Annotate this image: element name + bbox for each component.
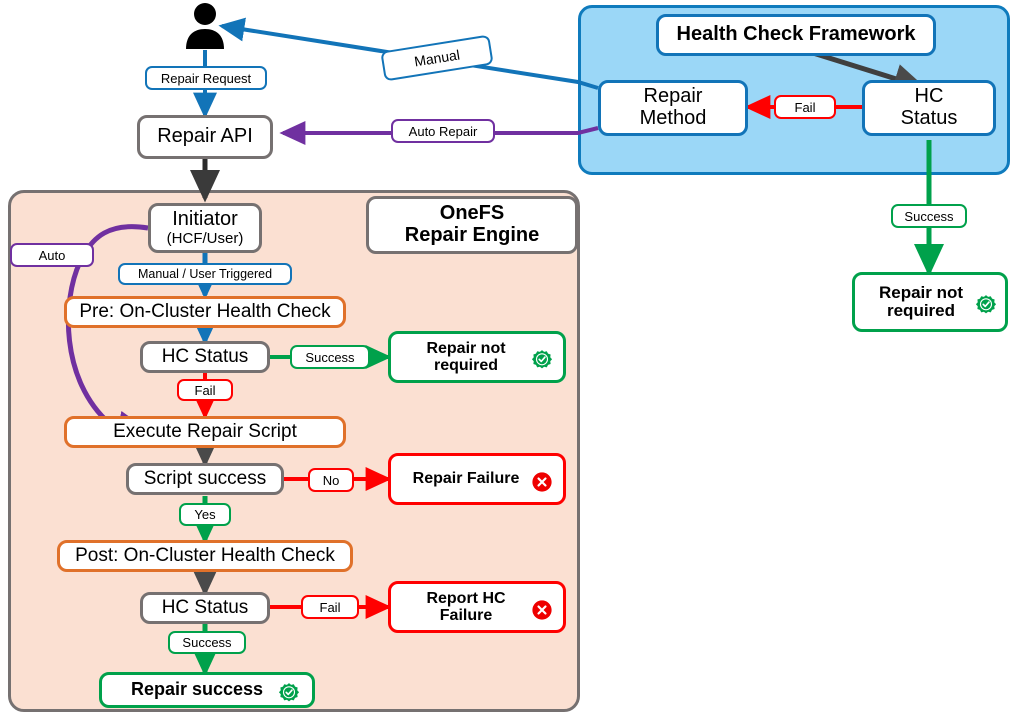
repair-failure-label: Repair Failure: [412, 470, 520, 488]
yes-script-text: Yes: [194, 507, 216, 522]
edge-label-success-pre: Success: [290, 345, 370, 369]
auto-repair-text: Auto Repair: [408, 123, 478, 139]
health-check-framework-title: Health Check Framework: [656, 14, 936, 56]
repair-api-label: Repair API: [157, 125, 253, 148]
onefs-repair-engine-title: OneFS Repair Engine: [366, 196, 578, 254]
initiator-label: Initiator: [172, 208, 238, 231]
edge-label-manual: Manual: [380, 34, 494, 82]
node-repair-not-required-framework[interactable]: Repair not required: [852, 272, 1008, 332]
onefs-repair-engine-panel: [8, 190, 580, 712]
repair-not-required-inner-line2: required: [433, 357, 498, 374]
node-repair-api[interactable]: Repair API: [137, 115, 273, 159]
node-report-hc-failure[interactable]: Report HC Failure: [388, 581, 566, 633]
check-badge-icon: [531, 349, 553, 371]
check-badge-icon: [975, 294, 997, 316]
repair-request-text: Repair Request: [160, 70, 252, 86]
script-success-label: Script success: [143, 467, 267, 489]
success-post-text: Success: [182, 635, 232, 650]
node-hc-status-pre[interactable]: HC Status: [140, 341, 270, 373]
node-repair-method[interactable]: Repair Method: [598, 80, 748, 136]
node-initiator[interactable]: Initiator (HCF/User): [148, 203, 262, 253]
post-health-check-label: Post: On-Cluster Health Check: [75, 544, 335, 566]
node-repair-not-required-inner[interactable]: Repair not required: [388, 331, 566, 383]
repair-not-required-framework-line2: required: [886, 301, 956, 320]
hc-status-post-label: HC Status: [161, 596, 249, 618]
manual-user-triggered-text: Manual / User Triggered: [137, 267, 273, 281]
manual-text: Manual: [413, 46, 461, 70]
fail-post-text: Fail: [319, 599, 341, 615]
no-script-text: No: [322, 472, 340, 488]
node-post-health-check[interactable]: Post: On-Cluster Health Check: [57, 540, 353, 572]
repair-not-required-inner-line1: Repair not: [426, 339, 506, 357]
edge-label-fail-post: Fail: [301, 595, 359, 619]
node-repair-failure[interactable]: Repair Failure: [388, 453, 566, 505]
node-repair-success[interactable]: Repair success: [99, 672, 315, 708]
edge-label-success-post: Success: [168, 631, 246, 654]
hc-status-pre-label: HC Status: [161, 345, 249, 367]
repair-method-line1: Repair: [643, 85, 703, 108]
success-pre-text: Success: [305, 349, 355, 365]
node-hc-status-framework[interactable]: HC Status: [862, 80, 996, 136]
fail-pre-text: Fail: [194, 382, 216, 398]
auto-text: Auto: [38, 247, 66, 263]
node-hc-status-post[interactable]: HC Status: [140, 592, 270, 624]
edge-label-yes-script: Yes: [179, 503, 231, 526]
edge-label-no-script: No: [308, 468, 354, 492]
report-hc-failure-line1: Report HC: [426, 589, 506, 607]
edge-label-success-framework: Success: [891, 204, 967, 228]
execute-repair-script-label: Execute Repair Script: [113, 420, 297, 442]
pre-health-check-label: Pre: On-Cluster Health Check: [79, 300, 331, 322]
onefs-title-line2: Repair Engine: [404, 224, 540, 246]
node-execute-repair-script[interactable]: Execute Repair Script: [64, 416, 346, 448]
edge-label-auto-repair: Auto Repair: [391, 119, 495, 143]
success-framework-text: Success: [904, 208, 954, 224]
node-script-success[interactable]: Script success: [126, 463, 284, 495]
hc-status-framework-line2: Status: [900, 107, 958, 129]
edge-label-fail-pre: Fail: [177, 379, 233, 401]
onefs-title-line1: OneFS: [439, 202, 505, 225]
x-circle-icon: [531, 599, 553, 621]
person-icon: [182, 3, 228, 49]
edge-label-fail-framework: Fail: [774, 95, 836, 119]
x-circle-icon: [531, 471, 553, 493]
initiator-sublabel: (HCF/User): [166, 229, 244, 247]
node-pre-health-check[interactable]: Pre: On-Cluster Health Check: [64, 296, 346, 328]
repair-method-line2: Method: [639, 107, 707, 129]
repair-not-required-framework-line1: Repair not: [878, 282, 964, 302]
repair-success-label: Repair success: [130, 679, 264, 700]
check-badge-icon: [278, 682, 300, 704]
edge-label-auto: Auto: [10, 243, 94, 267]
hc-status-framework-line1: HC: [914, 85, 944, 108]
report-hc-failure-line2: Failure: [439, 607, 493, 624]
edge-label-repair-request: Repair Request: [145, 66, 267, 90]
fail-framework-text: Fail: [794, 99, 816, 115]
health-check-framework-title-label: Health Check Framework: [676, 23, 916, 46]
edge-label-manual-user-triggered: Manual / User Triggered: [118, 263, 292, 285]
